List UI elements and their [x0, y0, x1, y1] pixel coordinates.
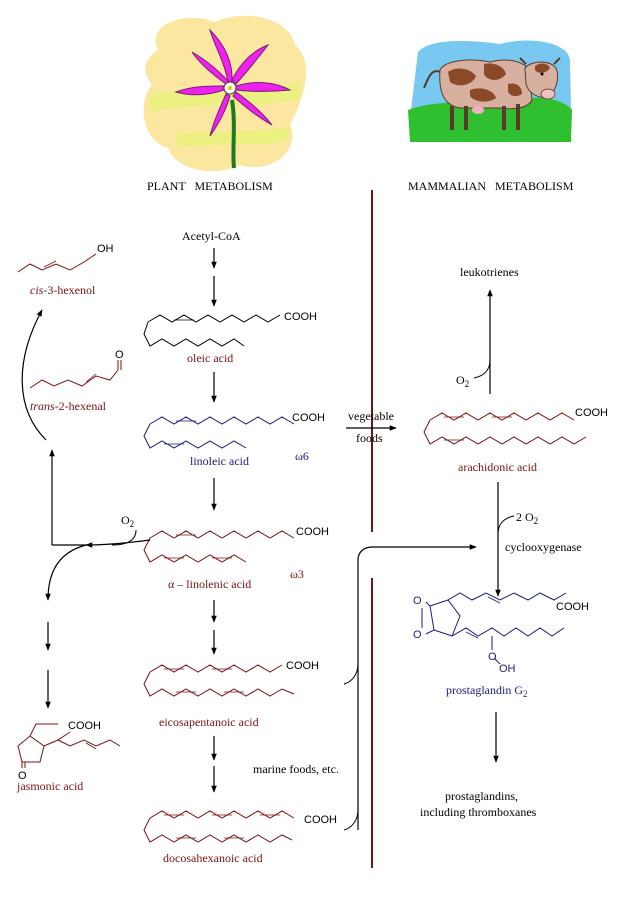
prostaglandin-g2-structure	[421, 592, 567, 665]
plant-o2-label: O2	[121, 513, 134, 529]
linolenic-to-lox-curve	[85, 539, 151, 548]
oleic-acid-label: oleic acid	[187, 351, 233, 365]
leukotrienes-label: leukotrienes	[460, 265, 519, 279]
mammalian-metabolism-header: MAMMALIAN METABOLISM	[408, 179, 574, 193]
jasmonic-o-label: O	[18, 770, 27, 782]
linolenic-cooh-label: COOH	[296, 526, 329, 538]
cow-clipart	[408, 40, 572, 142]
trans-2-hexenal-structure	[29, 360, 122, 389]
cis-3-hexenol-structure	[17, 253, 97, 273]
pgg2-ring-o-bottom: O	[413, 629, 422, 641]
plant-metabolism-header: PLANT METABOLISM	[147, 179, 273, 193]
linolenic-acid-structure	[143, 530, 295, 563]
leuko-o2-input-curve	[473, 359, 491, 379]
omega-3-label: ω3	[290, 567, 304, 581]
dha-structure	[143, 810, 295, 843]
jasmonic-cooh-label: COOH	[68, 720, 101, 732]
linoleic-acid-label: linoleic acid	[190, 454, 249, 468]
marine-main-line	[357, 544, 477, 830]
hexenal-o-label: O	[115, 349, 124, 361]
thromboxanes-label: including thromboxanes	[420, 805, 537, 819]
linoleic-acid-structure	[143, 416, 295, 449]
pgg2-oh-label: OH	[499, 663, 516, 675]
two-o2-input-curve	[497, 515, 515, 535]
epa-to-marine-connector	[343, 663, 359, 685]
trans-2-hexenal-label: trans-2-hexenal	[30, 399, 107, 413]
two-o2-label: 2 O2	[516, 510, 538, 526]
oleic-cooh-label: COOH	[284, 311, 317, 323]
prostaglandins-label: prostaglandins,	[445, 789, 518, 803]
cis-3-hexenol-label: cis-3-hexenol	[30, 283, 96, 297]
dha-to-marine-connector	[343, 809, 359, 831]
acetyl-coa-label: Acetyl-CoA	[182, 229, 241, 243]
prostaglandin-g2-label: prostaglandin G2	[446, 683, 528, 699]
arachidonic-acid-structure	[423, 412, 587, 445]
linoleic-cooh-label: COOH	[292, 412, 325, 424]
epa-cooh-label: COOH	[286, 660, 319, 672]
jasmonic-acid-label: jasmonic acid	[16, 779, 83, 793]
eicosapentanoic-acid-label: eicosapentanoic acid	[159, 715, 259, 729]
pgg2-cooh-label: COOH	[556, 601, 589, 613]
foods-label: foods	[356, 431, 383, 445]
pgg2-oh-o-label: O	[488, 651, 497, 663]
arachidonic-cooh-label: COOH	[575, 407, 608, 419]
flower-clipart	[143, 15, 307, 172]
o2-input-curve	[111, 529, 137, 546]
marine-foods-label: marine foods, etc.	[253, 762, 339, 776]
omega-6-label: ω6	[295, 449, 309, 463]
vegetable-label: vegetable	[348, 409, 394, 423]
hexenol-oh-label: OH	[97, 243, 114, 255]
hexenal-to-hexenol-arrow	[21, 309, 47, 441]
alpha-linolenic-acid-label: α – linolenic acid	[168, 577, 251, 591]
arachidonic-acid-label: arachidonic acid	[458, 460, 537, 474]
leuko-o2-label: O2	[456, 373, 469, 389]
cyclooxygenase-label: cyclooxygenase	[505, 540, 582, 554]
jasmonic-acid-structure	[17, 723, 121, 768]
dha-cooh-label: COOH	[304, 814, 337, 826]
oleic-acid-structure	[143, 314, 281, 347]
junction-to-jasmonic-curve	[45, 544, 87, 601]
docosahexanoic-acid-label: docosahexanoic acid	[163, 851, 263, 865]
epa-structure	[143, 664, 295, 697]
pgg2-ring-o-top: O	[413, 595, 422, 607]
